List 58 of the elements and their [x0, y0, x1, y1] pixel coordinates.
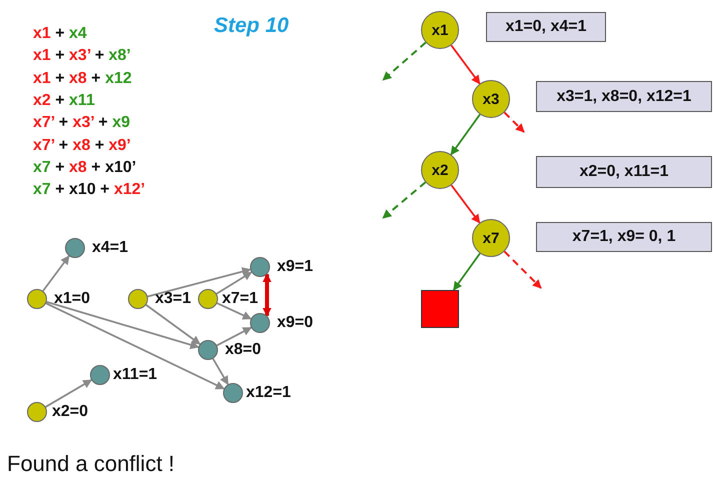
arrow — [45, 379, 92, 408]
arrow — [46, 301, 200, 350]
variable-node — [27, 289, 47, 309]
arrow — [46, 302, 225, 390]
assignment-label: x9=1 — [277, 258, 314, 276]
assignment-label: x1=0 — [54, 290, 90, 308]
arrow — [146, 304, 201, 345]
variable-node — [90, 365, 110, 385]
clause-text: x7’ + x8 + x9’ — [33, 136, 131, 156]
decision-node: x2 — [421, 151, 459, 189]
assignment-box: x3=1, x8=0, x12=1 — [536, 81, 712, 112]
assignment-label: x12=1 — [246, 384, 291, 402]
clause-text: x7’ + x3’ + x9 — [33, 113, 130, 134]
clause-text: x1 + x4 — [33, 24, 87, 44]
dashed-arrow — [504, 250, 542, 289]
variable-node — [223, 383, 243, 403]
arrow — [216, 326, 252, 346]
dashed-arrow — [504, 112, 525, 133]
assignment-label: x4=1 — [92, 239, 128, 257]
dashed-arrow — [382, 42, 426, 81]
arrow — [450, 114, 481, 156]
decision-node: x1 — [421, 11, 459, 49]
clause-text: x1 + x3’ + x8’ — [33, 46, 131, 66]
variable-node — [250, 313, 270, 333]
assignment-box: x7=1, x9= 0, 1 — [536, 222, 712, 252]
variable-node — [27, 402, 47, 422]
clause-text: x7 + x10 + x12’ — [33, 180, 146, 200]
decision-node: x7 — [472, 219, 510, 257]
arrow — [212, 358, 229, 386]
assignment-label: x8=0 — [225, 341, 262, 359]
arrow — [450, 184, 480, 224]
conflict-square — [421, 290, 459, 328]
arrow — [42, 255, 70, 292]
assignment-label: x11=1 — [113, 366, 158, 384]
variable-node — [250, 257, 270, 277]
clause-text: x2 + x11 — [33, 90, 95, 111]
assignment-label: x7=1 — [222, 290, 258, 308]
decision-node: x3 — [472, 80, 510, 118]
variable-node — [128, 289, 148, 309]
arrow — [147, 267, 252, 298]
assignment-label: x3=1 — [155, 290, 192, 308]
clause-text: x7 + x8 + x10’ — [33, 158, 136, 178]
assignment-box: x1=0, x4=1 — [486, 12, 606, 42]
arrow — [216, 302, 252, 320]
dashed-arrow — [382, 181, 426, 219]
arrow — [216, 271, 252, 295]
assignment-box: x2=0, x11=1 — [536, 156, 712, 188]
variable-node — [198, 340, 218, 360]
assignment-label: x9=0 — [277, 314, 314, 332]
variable-node — [198, 289, 218, 309]
arrow — [452, 252, 481, 291]
caption: Found a conflict ! — [7, 451, 175, 477]
arrow — [262, 273, 272, 317]
variable-node — [65, 238, 85, 258]
step-title: Step 10 — [214, 14, 289, 38]
arrow — [450, 44, 480, 84]
clause-text: x1 + x8 + x12 — [33, 68, 132, 89]
assignment-label: x2=0 — [52, 403, 88, 421]
